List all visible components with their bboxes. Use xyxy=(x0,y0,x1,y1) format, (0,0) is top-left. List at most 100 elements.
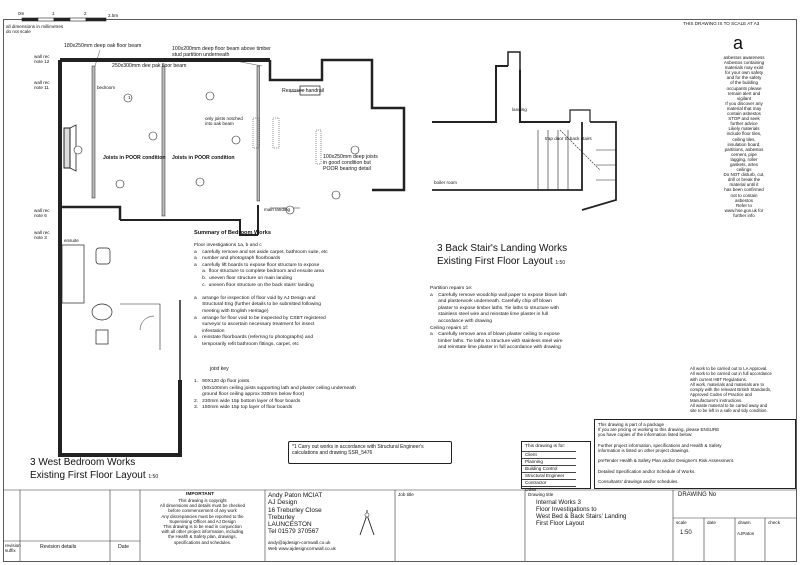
wall-note-6: wall rec note 6 xyxy=(34,208,50,219)
west-bedroom-plan xyxy=(58,49,406,457)
wall-note-12: wall rec note 12 xyxy=(34,54,50,65)
drawing-for-item: Client xyxy=(522,451,576,458)
drawn-label: drawn xyxy=(738,520,751,525)
asbestos-line: for your own safety xyxy=(724,70,764,76)
summary-line: a number and photograph floorboards xyxy=(194,256,281,262)
label-trap-door: trap door to back stairs xyxy=(545,136,592,141)
important-line: This drawing is copyright xyxy=(178,498,227,503)
label-only-joists: only joists notched into oak beam xyxy=(205,116,243,127)
drawing-title-line: First Floor Layout xyxy=(536,520,585,527)
drawing-for-item: Other xyxy=(522,486,576,493)
joist-marker: 1 xyxy=(128,95,131,100)
label-handrail: Reassure handrail xyxy=(282,88,325,94)
joist-key-title: joist key xyxy=(210,366,229,372)
package-line: If you are pricing or working to this dr… xyxy=(598,427,720,433)
summary-line: Floor investigations 1a, b and c xyxy=(194,243,262,248)
scale-bar xyxy=(21,17,107,22)
asbestos-line: Do NOT disturb, cut, xyxy=(723,172,765,178)
back-stairs-plan xyxy=(432,51,617,211)
asbestos-line: STOP and seek xyxy=(728,116,760,122)
drawn-value: AJPaton xyxy=(737,531,755,536)
company-line: 16 Treburley Close xyxy=(268,506,322,514)
asbestos-line: gaskets, artex xyxy=(729,161,758,167)
summary-line: meeting with English Heritage) xyxy=(194,308,269,314)
approval-line: All work to be carried out to LA Approva… xyxy=(690,366,768,371)
summary-line: a reinstate floorboards (referring to ph… xyxy=(194,335,314,341)
important-line: the Health & Safety plan, drawings, xyxy=(168,534,237,540)
package-line: This drawing is part of a package xyxy=(598,422,665,427)
label-beam-100x200: 100x200mm deep floor beam above timber s… xyxy=(172,46,271,58)
asbestos-line: www.hse.gov.uk for xyxy=(724,207,764,213)
summary-line: temporarily refit bathroom fittings, car… xyxy=(194,341,299,347)
approval-line: Approved Codes of Practice and xyxy=(690,392,752,398)
joist-key-line: 2. 230mm wide 15p bottom layer of floor … xyxy=(194,398,301,404)
asbestos-line: occupants please xyxy=(726,85,762,91)
asbestos-line: of the building xyxy=(729,80,759,86)
approval-line: with current HBT Regulations. xyxy=(690,376,747,382)
joist-key-line: 1. 90X120 dp floor joists xyxy=(194,379,250,384)
drawing-for-item: Contractor xyxy=(522,479,576,486)
partition-line: timber laths. Tie laths to structure wit… xyxy=(430,338,563,344)
company-web: Web www.ajdesigncornwall.co.uk xyxy=(268,546,336,551)
asbestos-line: has been confirmed xyxy=(724,187,764,193)
date-label: Date xyxy=(118,544,129,550)
important-line: Any discrepancies must be reported to th… xyxy=(161,513,244,519)
company-line: AJ Design xyxy=(268,499,298,507)
asbestos-line: vigilant xyxy=(736,95,751,101)
label-ensuite: ensuite xyxy=(64,238,79,243)
summary-line xyxy=(194,289,328,296)
summary-line: a carefully remove and set aside carpet,… xyxy=(194,249,328,255)
important-line: with all other project information, incl… xyxy=(161,529,244,535)
wall-note-11: wall rec note 11 xyxy=(34,80,50,91)
asbestos-line: material that may xyxy=(726,105,762,111)
summary-line: b. uneven floor structure on main landin… xyxy=(194,275,293,281)
asbestos-line: Asbestos containing xyxy=(723,60,765,66)
drawing-for-item: Planning xyxy=(522,458,576,465)
partition-line: a Carefully remove woodchip wall paper t… xyxy=(430,292,567,298)
company-line: Tel 01579 370567 xyxy=(268,528,319,536)
asbestos-line: Refer to xyxy=(735,202,752,208)
asbestos-line: asbestos xyxy=(734,197,753,203)
asbestos-line: further info xyxy=(733,212,755,218)
asbestos-line: If you discover any xyxy=(725,100,763,106)
partition-line: Ceiling repairs 1f: xyxy=(430,325,469,331)
drawing-title-label: Drawing title xyxy=(528,492,554,497)
drawing-title-line: Internal Works 3 xyxy=(536,499,581,506)
scale-two: 2 xyxy=(84,11,87,16)
package-line: preTender Health & Safety Plan and/or De… xyxy=(598,458,735,464)
asbestos-line: asbestos awareness xyxy=(723,55,765,60)
summary-line: Structural Eng (further details to be su… xyxy=(194,302,321,308)
summary-line: a carefully lift boards to expose floor … xyxy=(194,262,320,268)
company-email: andy@ajdesign-cornwall.co.uk xyxy=(268,540,331,545)
partition-line: and plasterwork underneath. Carefully ch… xyxy=(430,299,552,305)
summary-line: a arrange for floor void to be inspected… xyxy=(194,315,326,321)
drawing-title-line: Floor Investigations to xyxy=(536,506,597,513)
joist-key-list: 1. 90X120 dp floor joists (50x100mm ceil… xyxy=(194,379,356,412)
summary-line: surveyor to ascertain necessary treatmen… xyxy=(194,322,315,328)
asbestos-line: materials may exist xyxy=(724,65,764,71)
important-title: IMPORTANT xyxy=(186,492,215,497)
asbestos-line: Likely materials xyxy=(728,126,760,132)
summary-line: c. uneven floor structure on the back st… xyxy=(194,282,314,288)
label-bedroom: bedroom xyxy=(97,85,116,90)
package-line: information is listed on other project d… xyxy=(598,448,690,454)
revision-suffix-label: revision suffix xyxy=(5,543,21,553)
label-boiler: boiler room xyxy=(434,180,457,185)
scale-label: scale xyxy=(676,520,687,525)
package-line: Detailed Specification and/or Schedule o… xyxy=(598,468,696,474)
company-line: LAUNCESTON xyxy=(268,521,312,529)
label-oak-beam-250: 250x300mm dee pak floor beam xyxy=(112,63,187,69)
drawing-for-item: Structural Engineer xyxy=(522,472,576,479)
important-line: This drawing is to be read in conjunctio… xyxy=(163,524,242,530)
title-block xyxy=(3,489,797,561)
scale-zero: 0m xyxy=(18,11,25,16)
partition-line: accordance with drawing xyxy=(430,318,492,324)
asbestos-logo: a xyxy=(733,33,744,53)
label-joists-poor-mid: Joists in POOR condition xyxy=(172,155,235,161)
label-main-landing: main landing xyxy=(264,207,291,212)
